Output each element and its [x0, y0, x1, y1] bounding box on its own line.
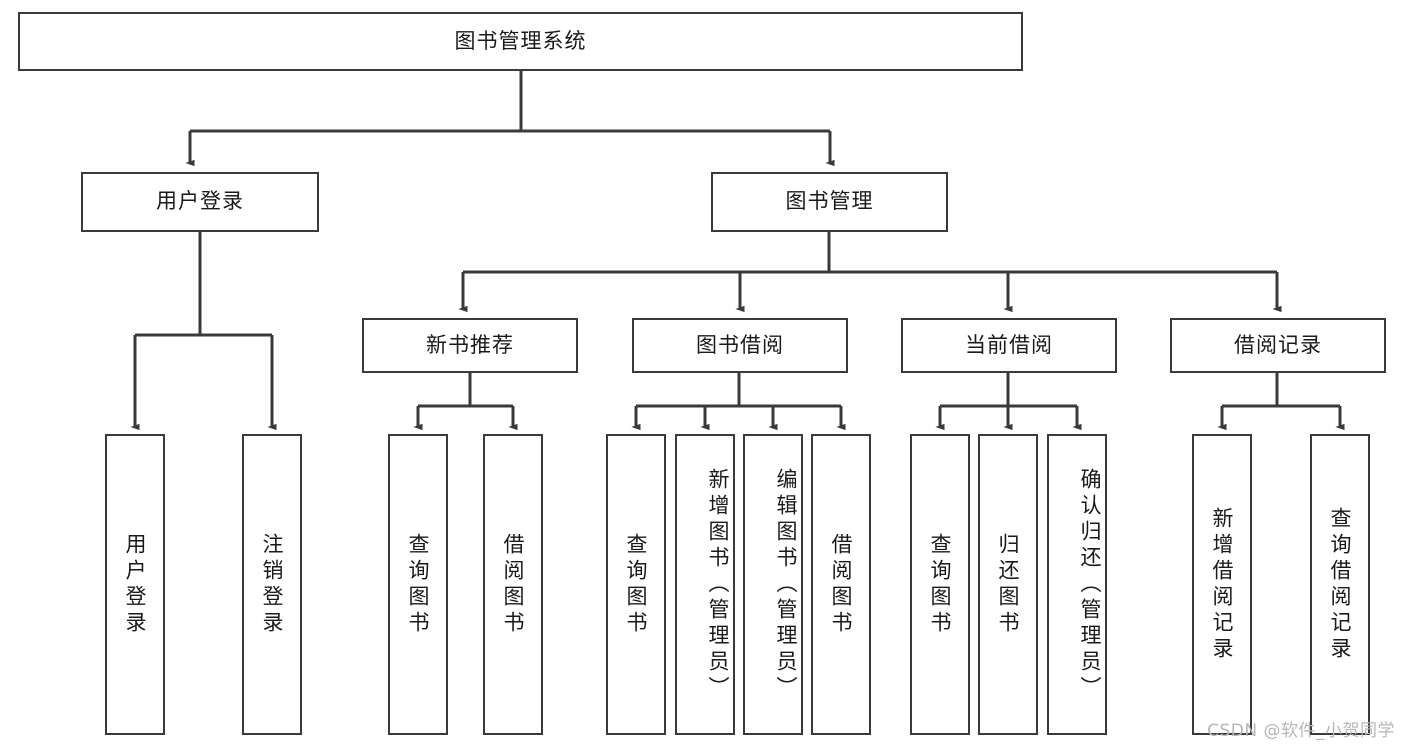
leaf-current-query-book[interactable]: 查询图书	[910, 434, 970, 735]
node-book-borrow[interactable]: 图书借阅	[632, 318, 848, 373]
leaf-logout[interactable]: 注销登录	[242, 434, 302, 735]
node-book-management-label: 图书管理	[785, 189, 874, 214]
node-root[interactable]: 图书管理系统	[18, 12, 1023, 71]
node-book-borrow-label: 图书借阅	[696, 332, 784, 357]
leaf-user-login[interactable]: 用户登录	[105, 434, 165, 735]
node-borrow-record[interactable]: 借阅记录	[1170, 318, 1386, 373]
leaf-user-login-label: 用户登录	[123, 532, 147, 637]
leaf-borrow-query-book[interactable]: 查询图书	[606, 434, 666, 735]
node-book-management[interactable]: 图书管理	[711, 172, 948, 232]
leaf-current-return-book-label: 归还图书	[996, 532, 1020, 637]
leaf-new-book-query[interactable]: 查询图书	[388, 434, 448, 735]
leaf-logout-label: 注销登录	[260, 532, 284, 637]
node-current-borrow[interactable]: 当前借阅	[901, 318, 1117, 373]
leaf-record-query-label: 查询借阅记录	[1328, 506, 1352, 663]
leaf-new-book-query-label: 查询图书	[406, 532, 430, 637]
leaf-borrow-add-book-label: 新增图书（管理员）	[706, 467, 730, 702]
leaf-borrow-borrow-book[interactable]: 借阅图书	[811, 434, 871, 735]
leaf-borrow-query-book-label: 查询图书	[624, 532, 648, 637]
node-user-login-label: 用户登录	[156, 189, 244, 214]
leaf-borrow-edit-book-label: 编辑图书（管理员）	[774, 467, 798, 702]
leaf-new-book-borrow-label: 借阅图书	[501, 532, 525, 637]
watermark: CSDN @软件_小贺同学	[1207, 721, 1395, 741]
leaf-record-add[interactable]: 新增借阅记录	[1192, 434, 1252, 735]
leaf-borrow-borrow-book-label: 借阅图书	[829, 532, 853, 637]
leaf-current-confirm-return[interactable]: 确认归还（管理员）	[1047, 434, 1107, 735]
leaf-current-return-book[interactable]: 归还图书	[978, 434, 1038, 735]
node-current-borrow-label: 当前借阅	[965, 332, 1053, 357]
node-new-book-recommend-label: 新书推荐	[426, 332, 514, 357]
leaf-new-book-borrow[interactable]: 借阅图书	[483, 434, 543, 735]
node-borrow-record-label: 借阅记录	[1234, 332, 1322, 357]
leaf-record-add-label: 新增借阅记录	[1210, 506, 1234, 663]
leaf-current-confirm-return-label: 确认归还（管理员）	[1078, 467, 1102, 702]
leaf-borrow-add-book[interactable]: 新增图书（管理员）	[675, 434, 735, 735]
node-root-label: 图书管理系统	[454, 28, 587, 53]
leaf-borrow-edit-book[interactable]: 编辑图书（管理员）	[743, 434, 803, 735]
node-new-book-recommend[interactable]: 新书推荐	[362, 318, 578, 373]
leaf-current-query-book-label: 查询图书	[928, 532, 952, 637]
leaf-record-query[interactable]: 查询借阅记录	[1310, 434, 1370, 735]
node-user-login[interactable]: 用户登录	[81, 172, 319, 232]
